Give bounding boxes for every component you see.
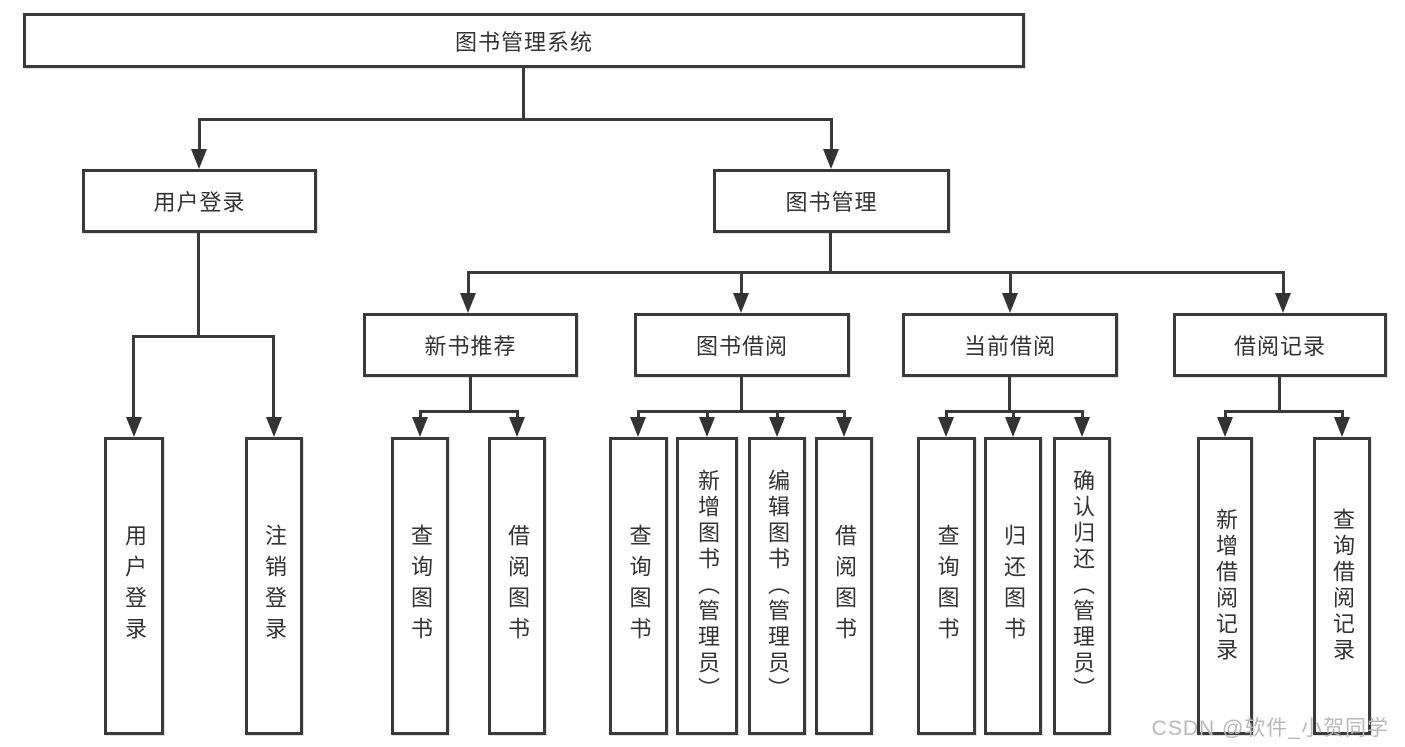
arrowhead-down-icon [630, 417, 646, 437]
arrowhead-down-icon [938, 417, 954, 437]
csdn-watermark: CSDN @软件_小贺同学 [1151, 717, 1389, 740]
connector-line [467, 271, 1285, 274]
connector-line [776, 410, 779, 420]
connector-line [706, 410, 709, 420]
leaf-user-login: 用户登录 [104, 437, 164, 735]
leaf-logout: 注销登录 [245, 437, 303, 735]
node-book-management: 图书管理 [713, 169, 950, 233]
node-book-borrowing: 图书借阅 [634, 313, 850, 377]
connector-line [1081, 410, 1084, 420]
leaf-query-books-recommend: 查询图书 [391, 437, 449, 735]
leaf-query-borrow-record: 查询借阅记录 [1313, 437, 1371, 735]
arrowhead-down-icon [126, 417, 142, 437]
connector-line [830, 118, 833, 151]
connector-line [198, 118, 833, 121]
node-label: 归还图书 [1001, 524, 1026, 648]
arrowhead-down-icon [1074, 417, 1090, 437]
leaf-query-books-borrowing: 查询图书 [609, 437, 668, 735]
connector-line [1282, 271, 1285, 295]
arrowhead-down-icon [836, 417, 852, 437]
arrowhead-down-icon [191, 149, 207, 169]
node-user-login: 用户登录 [82, 169, 317, 233]
connector-line [197, 233, 200, 338]
leaf-borrow-books-recommend: 借阅图书 [488, 437, 546, 735]
arrowhead-down-icon [769, 417, 785, 437]
node-borrowing-records: 借阅记录 [1173, 313, 1387, 377]
connector-line [843, 410, 846, 420]
leaf-add-borrow-record: 新增借阅记录 [1197, 437, 1253, 735]
node-label: 当前借阅 [963, 334, 1056, 359]
connector-line [1012, 410, 1015, 420]
connector-line [945, 410, 948, 420]
arrowhead-down-icon [1275, 293, 1291, 313]
node-label: 新增图书（管理员） [695, 469, 720, 703]
node-label: 查询借阅记录 [1330, 508, 1355, 664]
connector-line [522, 68, 525, 120]
arrowhead-down-icon [460, 293, 476, 313]
arrowhead-down-icon [266, 417, 282, 437]
connector-line [419, 410, 422, 420]
node-label: 注销登录 [262, 524, 287, 648]
connector-line [469, 377, 472, 413]
connector-line [132, 335, 275, 338]
arrowhead-down-icon [412, 417, 428, 437]
connector-line [1224, 410, 1344, 413]
connector-line [1278, 377, 1281, 413]
connector-line [419, 410, 519, 413]
connector-line [516, 410, 519, 420]
leaf-add-books-admin: 新增图书（管理员） [676, 437, 738, 735]
connector-line [198, 118, 201, 151]
arrowhead-down-icon [1217, 417, 1233, 437]
connector-line [1009, 271, 1012, 295]
arrowhead-down-icon [823, 149, 839, 169]
node-label: 借阅图书 [832, 524, 857, 648]
node-new-book-recommend: 新书推荐 [363, 313, 578, 377]
arrowhead-down-icon [733, 293, 749, 313]
connector-line [637, 410, 640, 420]
node-label: 新增借阅记录 [1213, 508, 1238, 664]
node-label: 查询图书 [408, 524, 433, 648]
connector-line [1224, 410, 1227, 420]
leaf-edit-books-admin: 编辑图书（管理员） [748, 437, 806, 735]
leaf-query-books-current: 查询图书 [917, 437, 976, 735]
arrowhead-down-icon [509, 417, 525, 437]
connector-line [829, 233, 832, 274]
connector-line [1341, 410, 1344, 420]
node-label: 查询图书 [626, 524, 652, 648]
connector-line [740, 271, 743, 295]
connector-line [272, 335, 275, 419]
node-label: 图书管理系统 [454, 29, 593, 55]
connector-line [132, 335, 135, 419]
leaf-return-books: 归还图书 [984, 437, 1042, 735]
node-label: 确认归还（管理员） [1070, 469, 1095, 703]
node-label: 用户登录 [122, 524, 147, 648]
node-current-borrowing: 当前借阅 [902, 313, 1118, 377]
connector-line [740, 377, 743, 413]
node-label: 用户登录 [153, 190, 246, 215]
arrowhead-down-icon [699, 417, 715, 437]
node-label: 编辑图书（管理员） [765, 469, 790, 703]
node-label: 图书借阅 [695, 334, 788, 359]
arrowhead-down-icon [1005, 417, 1021, 437]
leaf-confirm-return-admin: 确认归还（管理员） [1053, 437, 1111, 735]
arrowhead-down-icon [1334, 417, 1350, 437]
arrowhead-down-icon [1002, 293, 1018, 313]
node-label: 借阅记录 [1233, 334, 1326, 359]
connector-line [637, 410, 846, 413]
leaf-borrow-books: 借阅图书 [815, 437, 873, 735]
node-label: 查询图书 [934, 524, 960, 648]
node-root-library-management-system: 图书管理系统 [23, 13, 1025, 68]
node-label: 图书管理 [785, 190, 878, 215]
connector-line [1008, 377, 1011, 413]
node-label: 新书推荐 [424, 334, 517, 359]
node-label: 借阅图书 [505, 524, 530, 648]
connector-line [467, 271, 470, 295]
